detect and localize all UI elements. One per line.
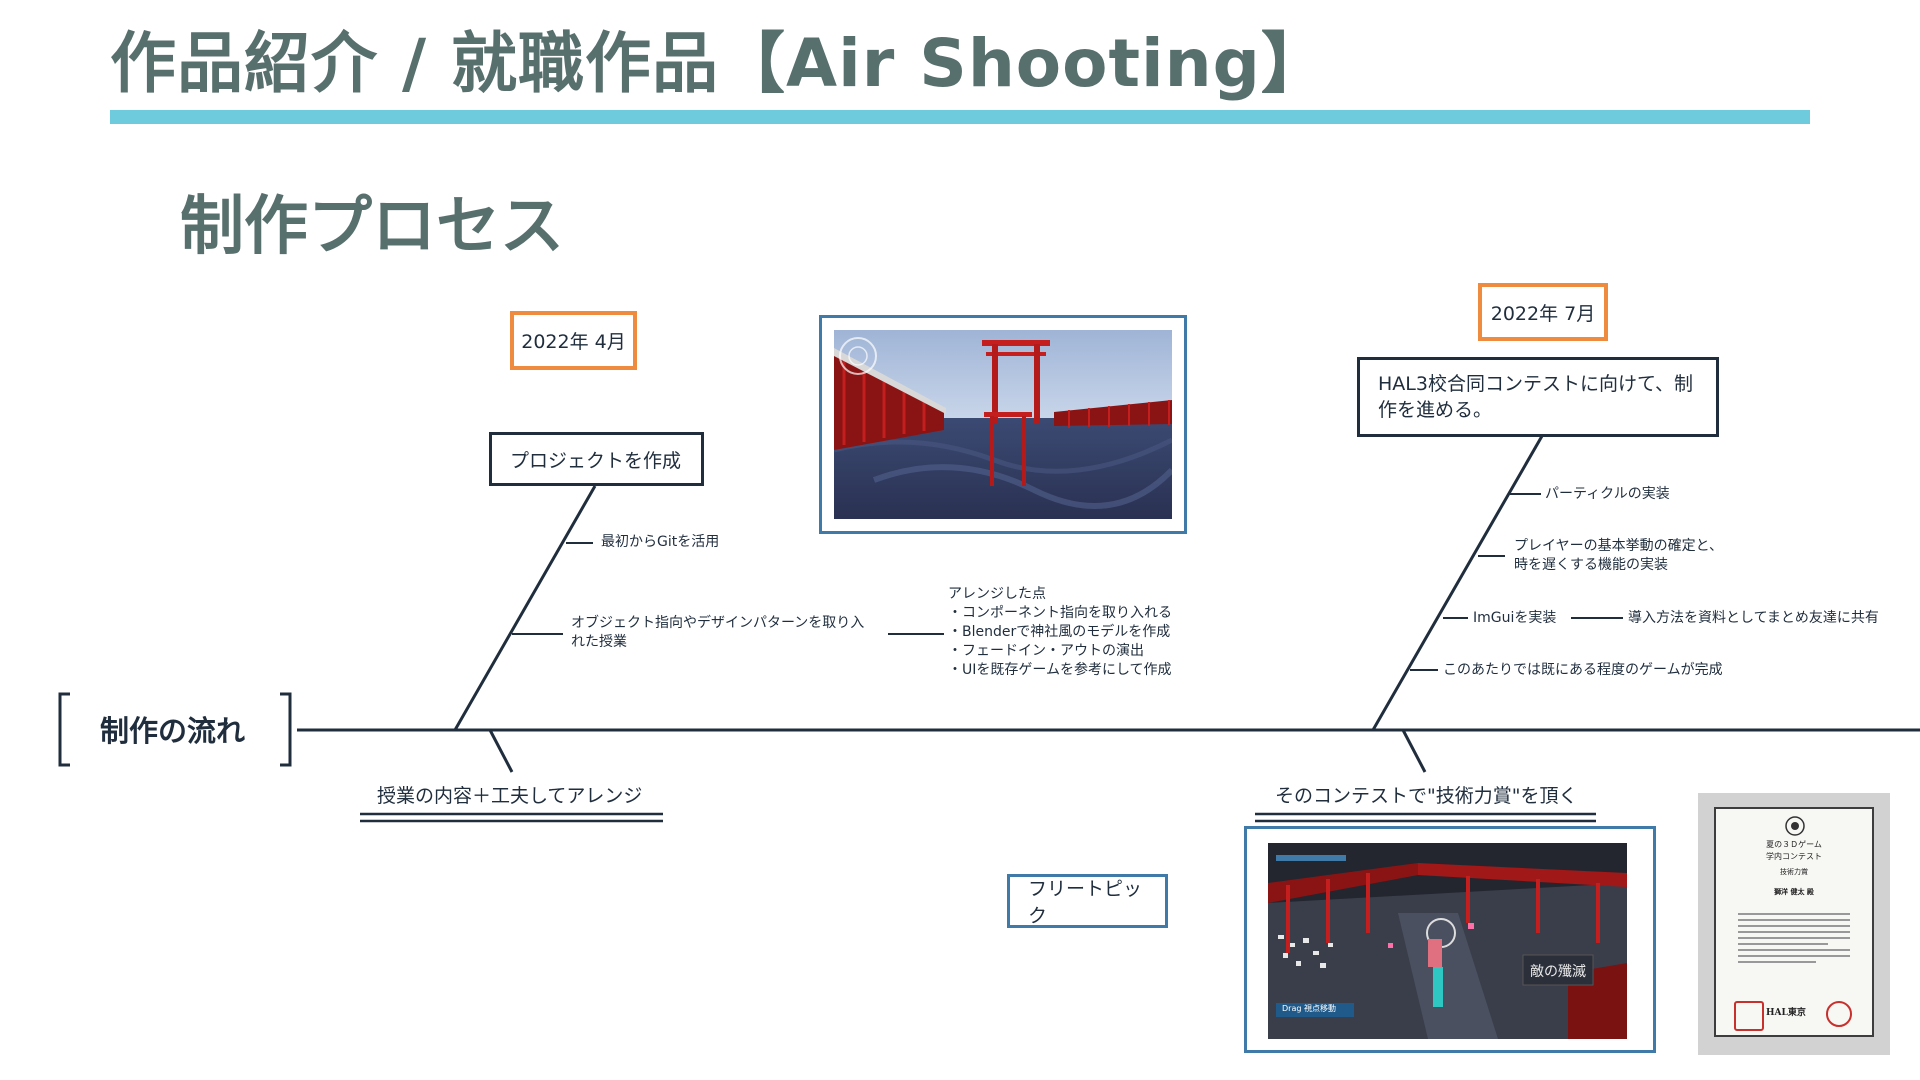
- cert-title-2: 学内コンテスト: [1766, 852, 1822, 861]
- bone-left-upper: [453, 485, 597, 731]
- contest-box: HAL3校合同コンテストに向けて、制 作を進める。: [1357, 357, 1719, 437]
- cert-stamp-right: [1826, 1001, 1852, 1027]
- label-bracket-left: [58, 692, 70, 767]
- project-box: プロジェクトを作成: [489, 432, 704, 486]
- hud-enemy-text: 敵の殲滅: [1530, 964, 1586, 980]
- screenshot-frame-2: Drag 視点移動 敵の殲滅: [1244, 826, 1656, 1053]
- free-topic-box: フリートピック: [1007, 874, 1168, 928]
- game-screenshot-action: Drag 視点移動 敵の殲滅: [1268, 843, 1627, 1039]
- date-july-badge: 2022年 7月: [1478, 283, 1608, 341]
- note-particle: パーティクルの実装: [1545, 486, 1670, 502]
- hud-drag-text: Drag 視点移動: [1282, 1004, 1336, 1013]
- certificate-photo: 夏の３Ｄゲーム 学内コンテスト 技術力賞 獅洋 健太 殿 HAL東京: [1698, 793, 1890, 1055]
- section-subtitle: 制作プロセス: [180, 190, 564, 264]
- cert-school: HAL東京: [1766, 1008, 1806, 1018]
- bone-right-lower: [1401, 729, 1427, 773]
- note-complete: このあたりでは既にある程度のゲームが完成: [1443, 662, 1723, 678]
- cert-award: 技術力賞: [1780, 868, 1808, 876]
- bone-right-upper: [1371, 435, 1544, 731]
- bone-left-lower: [488, 729, 514, 773]
- cert-name: 獅洋 健太 殿: [1774, 887, 1814, 896]
- screenshot-frame-1: [819, 315, 1187, 534]
- flow-main-label: 制作の流れ: [100, 714, 246, 748]
- cert-body-text: [1738, 909, 1850, 967]
- note-player: プレイヤーの基本挙動の確定と、 時を遅くする機能の実装: [1514, 538, 1724, 573]
- note-imgui: ImGuiを実装: [1473, 610, 1557, 626]
- note-git: 最初からGitを活用: [601, 534, 720, 550]
- cert-stamp-left: [1734, 1001, 1764, 1031]
- game-screenshot-shrine: [834, 330, 1172, 519]
- arrange-notes: アレンジした点 ・コンポーネント指向を取り入れる ・Blenderで神社風のモデ…: [948, 586, 1172, 678]
- page-title: 作品紹介 / 就職作品【Air Shooting】: [110, 25, 1328, 102]
- cert-title-1: 夏の３Ｄゲーム: [1766, 840, 1822, 849]
- lower-left-label: 授業の内容＋工夫してアレンジ: [377, 785, 643, 807]
- note-oop: オブジェクト指向やデザインパターンを取り入 れた授業: [571, 615, 865, 650]
- title-underline: [110, 110, 1810, 124]
- note-share: 導入方法を資料としてまとめ友達に共有: [1628, 610, 1879, 626]
- certificate-paper: 夏の３Ｄゲーム 学内コンテスト 技術力賞 獅洋 健太 殿 HAL東京: [1714, 807, 1874, 1037]
- lower-right-label: そのコンテストで"技術力賞"を頂く: [1275, 785, 1578, 807]
- certificate-emblem: [1785, 816, 1805, 836]
- date-april-badge: 2022年 4月: [510, 311, 637, 370]
- label-bracket-right: [280, 692, 292, 767]
